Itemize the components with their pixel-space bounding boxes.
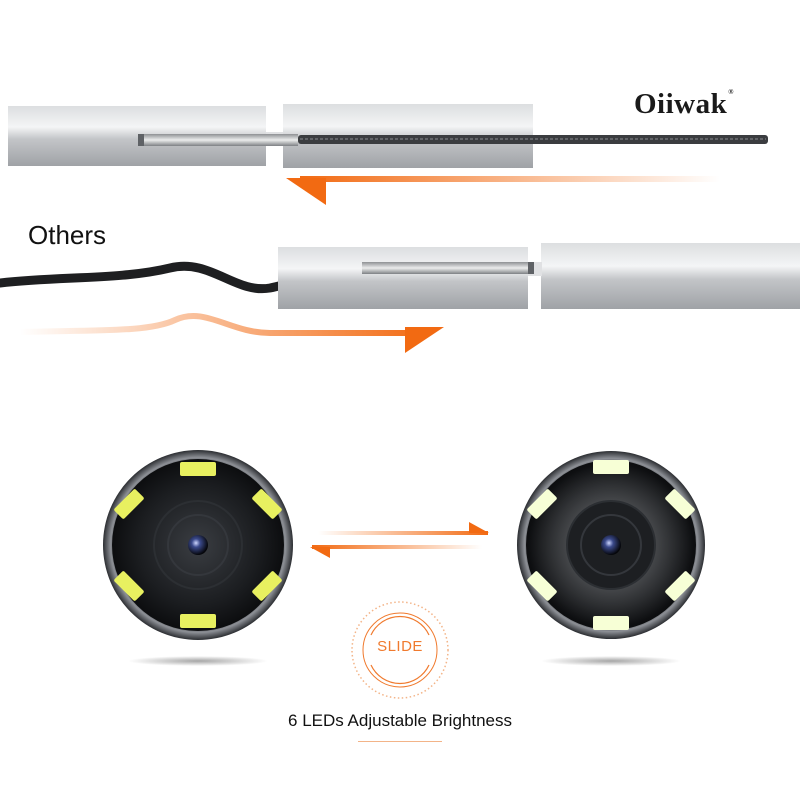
camera-head-dim: [103, 450, 293, 640]
brand-name: Oiiwak: [634, 88, 728, 120]
registered-mark: ®: [728, 88, 734, 96]
slide-dial: [351, 601, 449, 699]
retract-arrow-left: [286, 176, 720, 205]
double-arrow: [310, 522, 489, 558]
shadow: [541, 656, 681, 666]
brand-logo: Oiiwak®: [634, 88, 734, 121]
shadow: [128, 656, 268, 666]
led-array-bright: [527, 460, 695, 630]
led-array-dim: [114, 462, 282, 628]
extend-arrow-right: [19, 313, 444, 353]
camera-head-bright: [517, 451, 705, 639]
feature-caption: 6 LEDs Adjustable Brightness: [288, 711, 512, 730]
brand-probe-diagram: [8, 104, 768, 168]
slide-label: SLIDE: [377, 638, 423, 655]
others-probe-diagram: [0, 243, 800, 309]
others-label: Others: [28, 220, 107, 250]
caption-underline: [358, 741, 442, 742]
